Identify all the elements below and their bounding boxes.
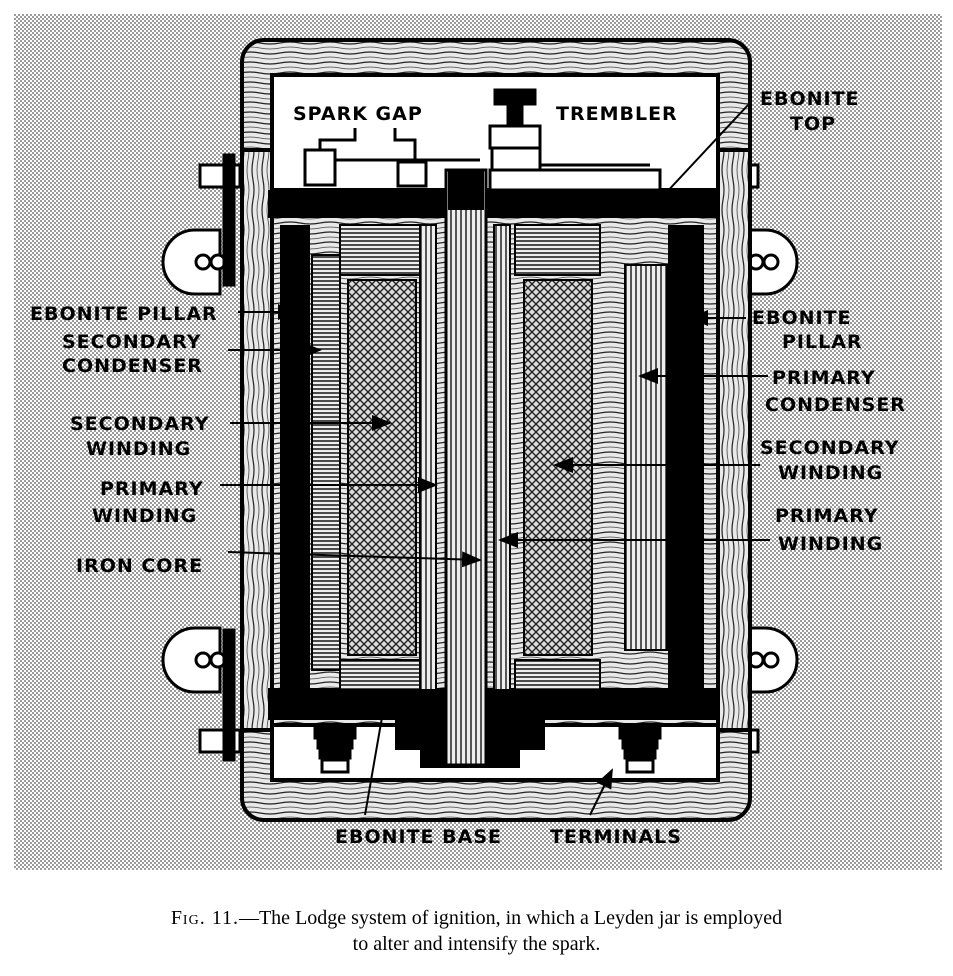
- labels: SPARK GAP TREMBLER EBONITE TOP EBONITE P…: [30, 88, 906, 848]
- label-primary-winding-left-2: WINDING: [92, 505, 197, 527]
- label-secondary-winding-left-2: WINDING: [86, 438, 191, 460]
- figure-caption: Fig. 11.—The Lodge system of ignition, i…: [0, 905, 953, 957]
- label-ebonite-base: EBONITE BASE: [335, 826, 502, 848]
- label-ebonite-pillar-left: EBONITE PILLAR: [30, 303, 218, 325]
- secondary-condenser: [311, 254, 341, 671]
- label-primary-condenser-1: PRIMARY: [772, 367, 876, 389]
- mounting-lugs: [161, 153, 799, 762]
- terminals: [313, 726, 662, 774]
- label-trembler: TREMBLER: [556, 103, 678, 125]
- label-ebonite-pillar-right-1: EBONITE: [752, 307, 852, 329]
- windings: [339, 224, 601, 691]
- label-primary-winding-left-1: PRIMARY: [100, 478, 204, 500]
- leader-lines: [220, 104, 770, 816]
- label-ebonite-pillar-right-2: PILLAR: [782, 331, 863, 353]
- spark-gap-assembly: [303, 128, 480, 188]
- label-secondary-winding-left-1: SECONDARY: [70, 413, 210, 435]
- label-primary-winding-right-1: PRIMARY: [775, 505, 879, 527]
- label-iron-core: IRON CORE: [76, 555, 203, 577]
- label-ebonite-top-1: EBONITE: [760, 88, 860, 110]
- label-primary-condenser-2: CONDENSER: [765, 394, 906, 416]
- ebonite-pillar-left: [280, 225, 310, 693]
- caption-line-2: to alter and intensify the spark.: [352, 933, 601, 955]
- label-secondary-winding-right-1: SECONDARY: [760, 437, 900, 459]
- ebonite-pillar-right: [668, 225, 704, 693]
- ebonite-top: [268, 190, 720, 218]
- label-spark-gap: SPARK GAP: [293, 103, 423, 125]
- primary-condenser: [624, 264, 668, 651]
- caption-figure-number: Fig. 11.: [170, 907, 239, 929]
- label-secondary-winding-right-2: WINDING: [778, 462, 883, 484]
- label-primary-winding-right-2: WINDING: [778, 533, 883, 555]
- caption-line-1: —The Lodge system of ignition, in which …: [238, 907, 783, 929]
- coil-diagram: SPARK GAP TREMBLER EBONITE TOP EBONITE P…: [14, 14, 942, 870]
- label-secondary-condenser-2: CONDENSER: [62, 355, 203, 377]
- label-terminals: TERMINALS: [550, 826, 682, 848]
- iron-core: [444, 168, 488, 767]
- label-ebonite-top-2: TOP: [790, 113, 836, 135]
- trembler-assembly: [488, 88, 662, 192]
- iron-core-cap: [448, 170, 484, 210]
- ebonite-base: [268, 688, 720, 720]
- label-secondary-condenser-1: SECONDARY: [62, 331, 202, 353]
